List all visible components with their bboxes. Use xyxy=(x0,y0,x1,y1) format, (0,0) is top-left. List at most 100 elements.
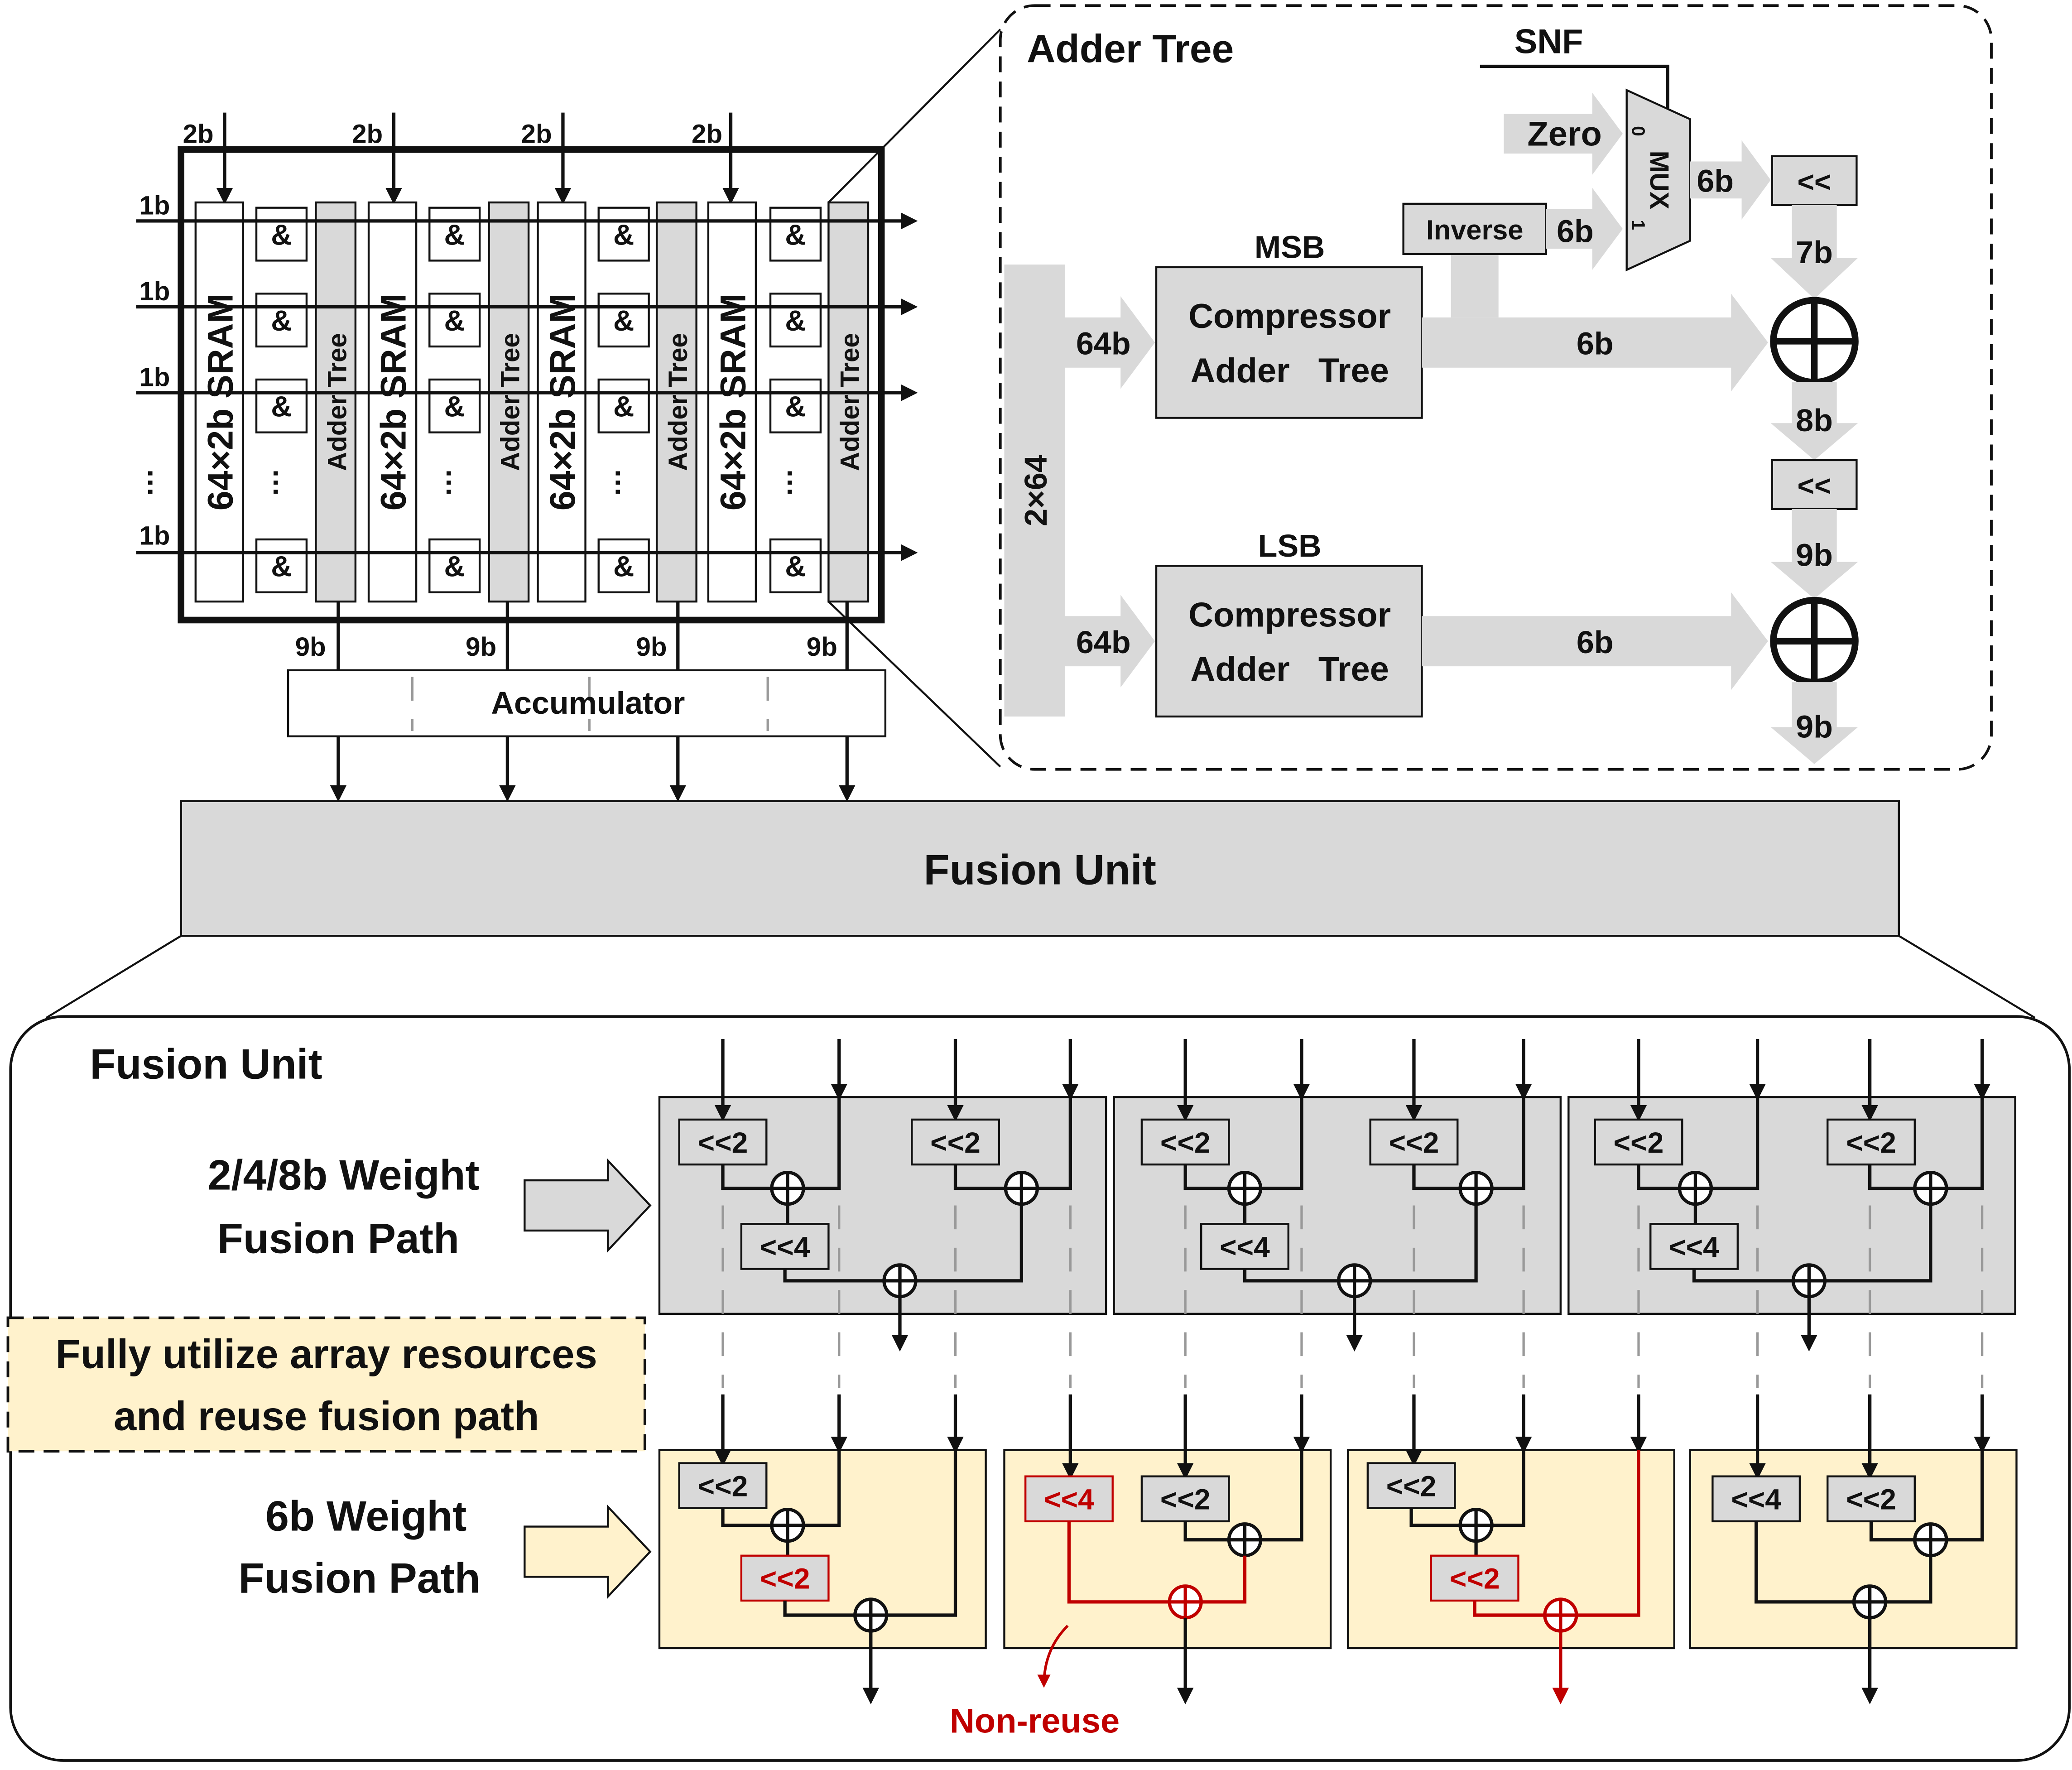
fusion-6b-block-2: <<4 <<2 Non-reuse xyxy=(950,1394,1332,1741)
mux-input-0: 0 xyxy=(1628,126,1649,136)
width-6b-lsb: 6b xyxy=(1577,625,1614,660)
shift2-label: <<2 xyxy=(1846,1126,1896,1159)
adder-tree-column-3 xyxy=(655,201,697,603)
adder-tree-label-2: Adder Tree xyxy=(496,333,525,471)
and-gate: & xyxy=(785,304,806,337)
and-gate: & xyxy=(613,550,634,583)
top-input-width-3: 2b xyxy=(521,120,552,149)
arrow-7b xyxy=(1770,205,1858,299)
lsb-compressor xyxy=(1155,565,1423,718)
and-gate: & xyxy=(271,218,292,251)
ellipsis: … xyxy=(267,468,300,497)
shift2-label: <<2 xyxy=(1386,1470,1437,1502)
and-gate: & xyxy=(271,390,292,423)
fusion-6b-block-4: <<4 <<2 xyxy=(1689,1394,2018,1704)
shift2-label: <<2 xyxy=(1160,1126,1211,1159)
and-gate: & xyxy=(444,550,465,583)
fusion-unit-bar xyxy=(180,800,1900,937)
top-input-width-1: 2b xyxy=(183,120,214,149)
zero-label: Zero xyxy=(1527,115,1601,154)
adder-tree-sublabel: Adder Tree xyxy=(1190,650,1389,688)
out-width-2: 9b xyxy=(466,632,496,662)
adder-tree-column-2 xyxy=(488,201,530,603)
path2-label-line1: 6b Weight xyxy=(265,1492,466,1539)
and-gate: & xyxy=(444,304,465,337)
adder-circle-2 xyxy=(1770,596,1859,686)
shift2-red-label: <<2 xyxy=(1450,1563,1500,1595)
and-gate: & xyxy=(613,304,634,337)
fusion-248b-block-2: <<2 <<2 <<4 xyxy=(1113,1039,1562,1352)
width-7b: 7b xyxy=(1796,235,1833,270)
and-gate: & xyxy=(613,390,634,423)
fusion-detail: Fusion Unit 2/4/8b Weight Fusion Path Fu… xyxy=(6,1015,2071,1762)
and-gate: & xyxy=(444,218,465,251)
adder-circle-1 xyxy=(1770,297,1859,386)
width-8b: 8b xyxy=(1796,403,1833,438)
reuse-note-line2: and reuse fusion path xyxy=(114,1394,539,1439)
arrow-8b xyxy=(1770,382,1858,460)
shift2-label: <<2 xyxy=(1846,1483,1896,1516)
ellipsis: … xyxy=(440,468,473,497)
column-group-1: 2b 64×2b SRAM Adder Tree 9b & & & … & xyxy=(183,112,357,670)
width-64b-lsb: 64b xyxy=(1076,625,1131,660)
shift2-label: <<2 xyxy=(930,1126,981,1159)
shift2-label: <<2 xyxy=(1614,1126,1664,1159)
adder-tree-detail: Adder Tree 2×64 64b 64b MSB Compressor A… xyxy=(999,4,1993,771)
path2-arrow xyxy=(524,1504,652,1599)
reuse-note-box xyxy=(6,1316,646,1453)
ellipsis: … xyxy=(142,468,174,497)
reuse-links xyxy=(721,1205,1984,1388)
row-input-width: 1b xyxy=(139,363,170,392)
path1-arrow xyxy=(524,1158,652,1253)
and-gate: & xyxy=(271,550,292,583)
adder-tree-title: Adder Tree xyxy=(1027,27,1234,71)
column-group-2: 2b 64×2b SRAM Adder Tree 9b & & & … & xyxy=(352,112,530,670)
out-width-1: 9b xyxy=(295,632,326,662)
shift2-red-label: <<2 xyxy=(760,1563,810,1595)
fusion-detail-title: Fusion Unit xyxy=(90,1040,322,1087)
row-input-width: 1b xyxy=(139,191,170,220)
and-gates-1: & & & … & xyxy=(255,207,308,593)
non-reuse-label: Non-reuse xyxy=(950,1702,1120,1741)
column-group-4: 2b 64×2b SRAM Adder Tree 9b & & & … & xyxy=(692,112,870,670)
and-gates-3: & & & … & xyxy=(597,207,650,593)
mux-label: MUX xyxy=(1644,151,1674,210)
shift4-red-label: <<4 xyxy=(1044,1483,1094,1516)
width-64b-msb: 64b xyxy=(1076,326,1131,361)
arrow-9b xyxy=(1770,509,1858,599)
adder-tree-label-4: Adder Tree xyxy=(836,333,865,471)
shift2-label: <<2 xyxy=(698,1470,748,1502)
mux-block xyxy=(1625,88,1691,272)
adder-tree-column-1 xyxy=(315,201,357,603)
msb-label: MSB xyxy=(1255,230,1325,265)
shift-left-block-1 xyxy=(1771,155,1858,207)
sram-block-3 xyxy=(537,201,587,603)
adder-tree-column-4 xyxy=(827,201,870,603)
width-6b-inverse: 6b xyxy=(1557,214,1594,249)
width-6b-mux: 6b xyxy=(1697,164,1734,199)
path1-label-line1: 2/4/8b Weight xyxy=(208,1151,480,1199)
row-input-width: 1b xyxy=(139,277,170,306)
ellipsis: … xyxy=(781,468,814,497)
sram-label-1: 64×2b SRAM xyxy=(201,293,240,510)
input-bus xyxy=(1004,265,1065,717)
path2-label-line2: Fusion Path xyxy=(239,1554,481,1602)
shift2-label: <<2 xyxy=(1160,1483,1211,1516)
accumulator-block xyxy=(287,669,887,737)
path1-label-line2: Fusion Path xyxy=(217,1215,459,1262)
shift4-label: <<4 xyxy=(1220,1231,1270,1263)
arrow-msb-6b xyxy=(1422,293,1768,392)
shift2-label: <<2 xyxy=(1389,1126,1439,1159)
and-gate: & xyxy=(444,390,465,423)
msb-compressor xyxy=(1155,266,1423,419)
fusion-unit-bar-label: Fusion Unit xyxy=(924,846,1156,894)
out-width-4: 9b xyxy=(807,632,837,662)
and-gate: & xyxy=(785,390,806,423)
mux-input-1: 1 xyxy=(1628,220,1649,230)
inverse-block xyxy=(1402,202,1547,255)
sram-label-3: 64×2b SRAM xyxy=(543,293,582,510)
column-group-3: 2b 64×2b SRAM Adder Tree 9b & & & … & xyxy=(521,112,697,670)
adder-tree-sublabel: Adder Tree xyxy=(1190,351,1389,390)
accumulator-label: Accumulator xyxy=(491,685,685,721)
row-inputs: 1b 1b 1b 1b … xyxy=(136,191,918,561)
